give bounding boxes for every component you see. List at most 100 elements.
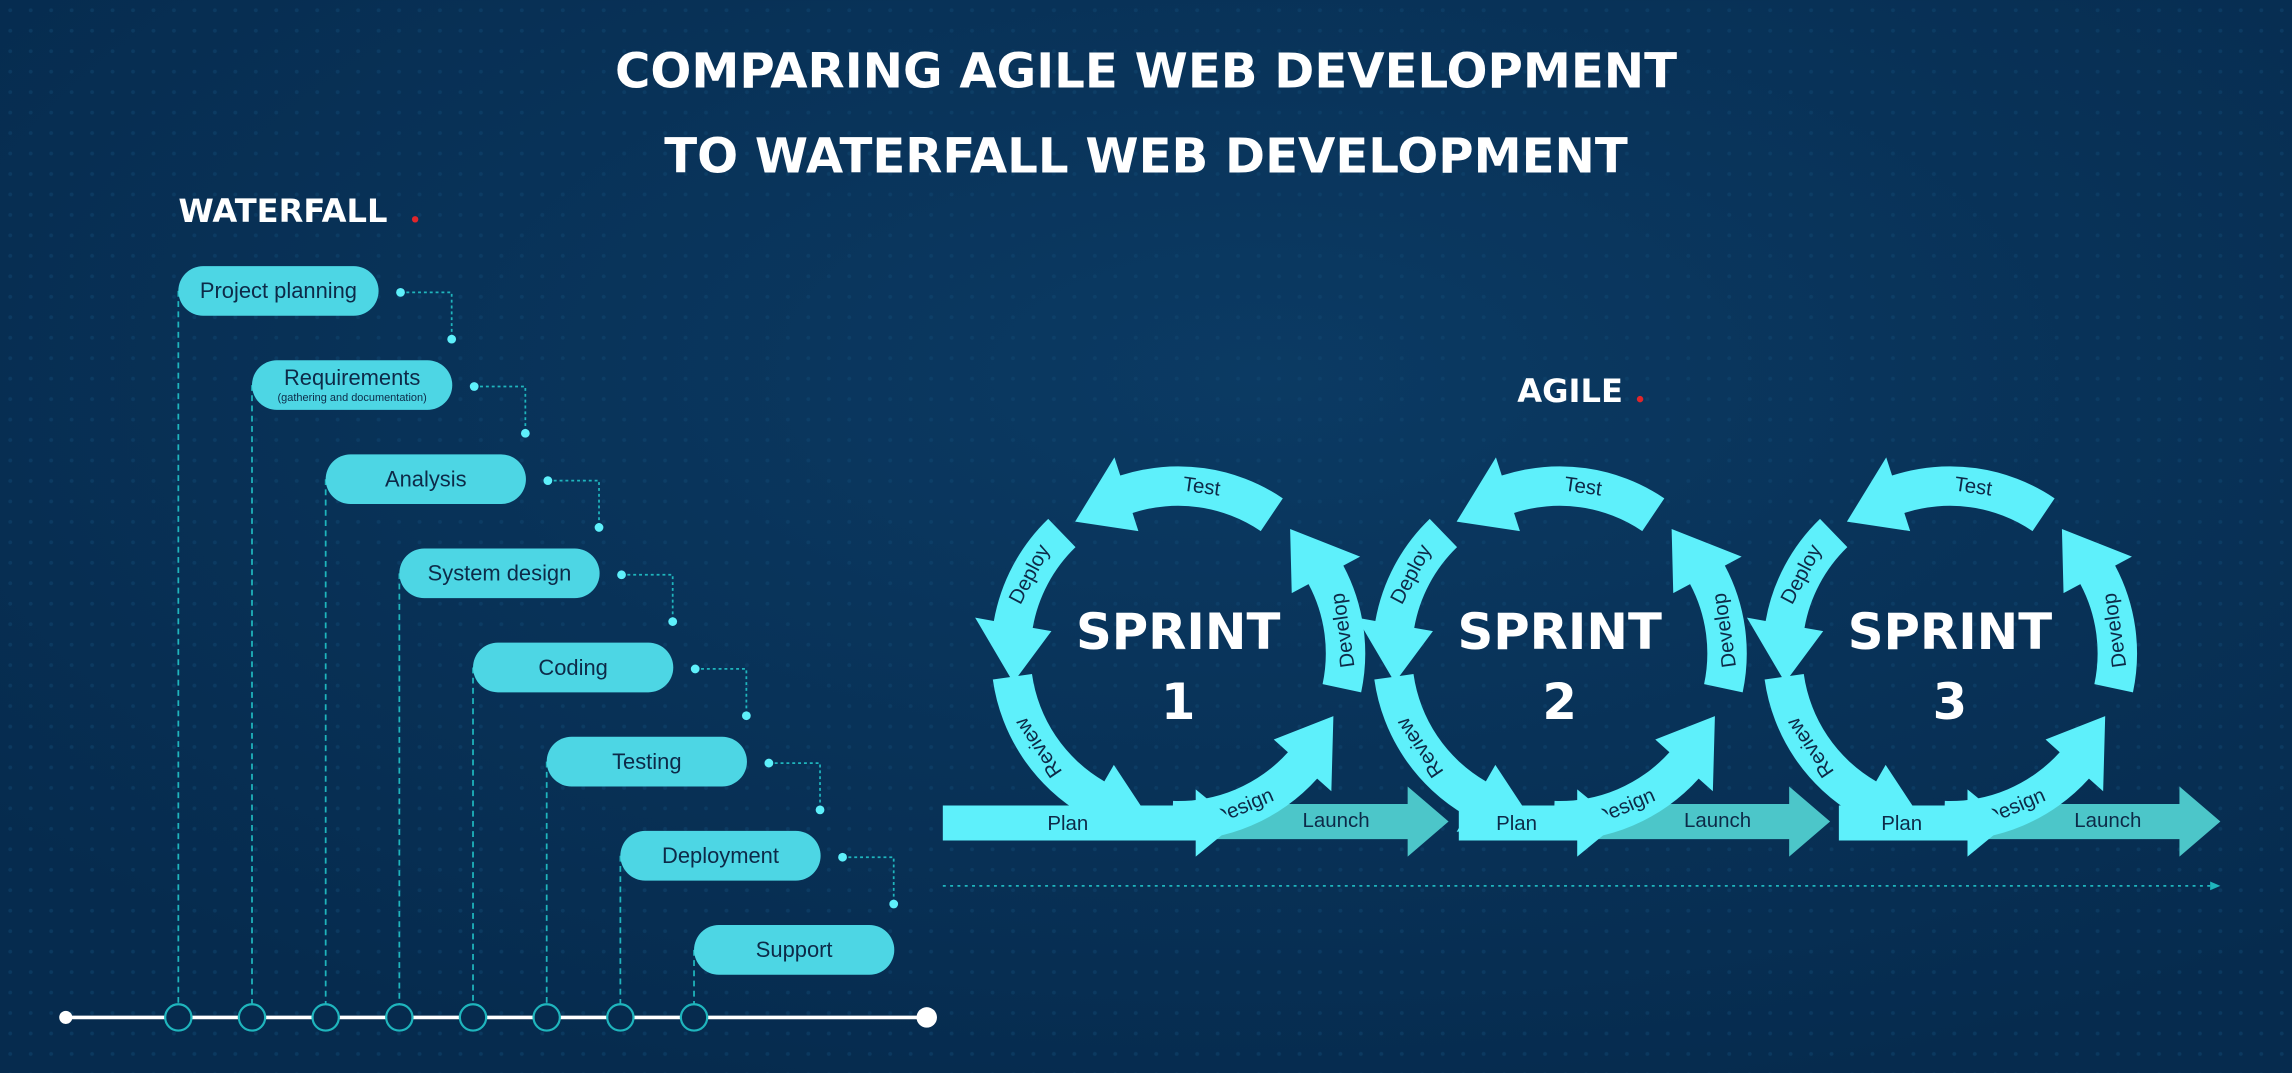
- plan-arrow: [1458, 789, 1619, 857]
- timeline-milestone: [532, 1003, 561, 1032]
- timeline-end-dot: [916, 1007, 937, 1028]
- sprint-title: SPRINT: [1457, 603, 1662, 661]
- step-pill: [473, 642, 674, 693]
- connector-dot: [690, 664, 700, 674]
- step-pill: [325, 454, 526, 505]
- step-label: Project planning: [200, 278, 357, 303]
- test-arrow: [1846, 457, 2055, 532]
- connector-dot: [838, 852, 847, 862]
- connector-dot: [741, 711, 751, 721]
- step-connector: [768, 762, 821, 810]
- waterfall-step: Requirements (gathering and documentation…: [252, 360, 453, 410]
- step-label: Analysis: [385, 467, 467, 492]
- step-sublabel: (gathering and documentation): [278, 392, 427, 404]
- connector-dot: [396, 288, 405, 297]
- develop-arrow: [1671, 529, 1747, 693]
- step-pill: [399, 548, 600, 599]
- agile-heading: AGILE: [1517, 372, 1623, 410]
- connector-dot: [617, 570, 626, 580]
- timeline-milestone: [679, 1003, 709, 1032]
- deploy-arrow: [1746, 518, 1848, 683]
- timeline-milestone: [606, 1003, 635, 1032]
- deploy-arrow: [1356, 518, 1458, 683]
- sprint-title: SPRINT: [1076, 603, 1281, 661]
- test-label: Test: [1563, 473, 1604, 501]
- step-label: Testing: [612, 749, 681, 774]
- plan-label: Plan: [1881, 812, 1922, 835]
- waterfall-step: Project planning: [178, 266, 379, 316]
- sprint-number: 2: [1542, 673, 1577, 731]
- plan-label: Plan: [1047, 812, 1088, 835]
- develop-arrow: [2061, 529, 2138, 693]
- connector-dot: [668, 617, 678, 626]
- launch-label: Launch: [2074, 809, 2141, 832]
- test-arrow: [1075, 457, 1283, 532]
- timeline-milestone: [164, 1003, 193, 1032]
- timeline-milestone: [458, 1003, 488, 1032]
- step-label: Requirements: [284, 365, 420, 390]
- timeline-milestone: [385, 1003, 414, 1032]
- step-connector: [695, 668, 748, 716]
- step-pill: [178, 266, 379, 316]
- waterfall-step: Analysis: [325, 454, 526, 505]
- step-label: Deployment: [662, 843, 779, 868]
- step-connector: [621, 573, 674, 622]
- test-label: Test: [1953, 473, 1994, 501]
- waterfall-red-dot: [411, 216, 419, 223]
- sprint-title: SPRINT: [1848, 603, 2053, 661]
- develop-arrow: [1290, 529, 1366, 693]
- step-connector: [842, 856, 895, 904]
- timeline-milestone: [311, 1003, 340, 1032]
- step-pill: [620, 830, 821, 881]
- connector-dot: [764, 758, 774, 768]
- connector-dot: [469, 382, 479, 391]
- review-arrow: [1374, 674, 1531, 832]
- waterfall-step: Deployment: [620, 830, 821, 881]
- test-arrow: [1456, 457, 1665, 532]
- waterfall-heading: WATERFALL: [178, 192, 387, 230]
- deploy-arrow: [975, 518, 1076, 683]
- step-label: System design: [428, 561, 572, 586]
- title-line-1: COMPARING AGILE WEB DEVELOPMENT: [615, 44, 1677, 100]
- step-pill: [694, 925, 895, 975]
- waterfall-step: Testing: [546, 736, 747, 787]
- step-pill: [252, 360, 453, 410]
- step-pill: [546, 736, 747, 787]
- connector-dot: [543, 476, 553, 486]
- timeline-start-dot: [59, 1010, 73, 1024]
- step-connector: [400, 291, 453, 340]
- connector-dot: [815, 805, 825, 815]
- sprint-number: 3: [1933, 673, 1968, 731]
- agile-red-dot: [1636, 395, 1644, 403]
- waterfall-step: Support: [694, 925, 895, 975]
- launch-label: Launch: [1684, 809, 1751, 832]
- connector-dot: [889, 899, 899, 909]
- step-connector: [547, 479, 600, 528]
- title-line-2: TO WATERFALL WEB DEVELOPMENT: [664, 129, 1628, 185]
- review-arrow: [992, 674, 1150, 832]
- test-label: Test: [1181, 473, 1222, 501]
- plan-label: Plan: [1496, 812, 1537, 835]
- plan-arrow: [1838, 789, 2009, 857]
- step-connector: [474, 385, 527, 434]
- waterfall-step: System design: [399, 548, 600, 599]
- launch-label: Launch: [1302, 809, 1369, 832]
- agile-timeline-arrowhead: [2210, 881, 2221, 891]
- connector-dot: [447, 334, 457, 344]
- review-arrow: [1764, 674, 1921, 832]
- step-label: Coding: [538, 655, 607, 680]
- plan-arrow: [942, 789, 1237, 857]
- waterfall-step: Coding: [473, 642, 674, 693]
- sprint-number: 1: [1161, 673, 1196, 731]
- timeline-milestone: [237, 1003, 267, 1032]
- connector-dot: [594, 523, 604, 532]
- connector-dot: [520, 428, 530, 438]
- step-label: Support: [756, 937, 833, 962]
